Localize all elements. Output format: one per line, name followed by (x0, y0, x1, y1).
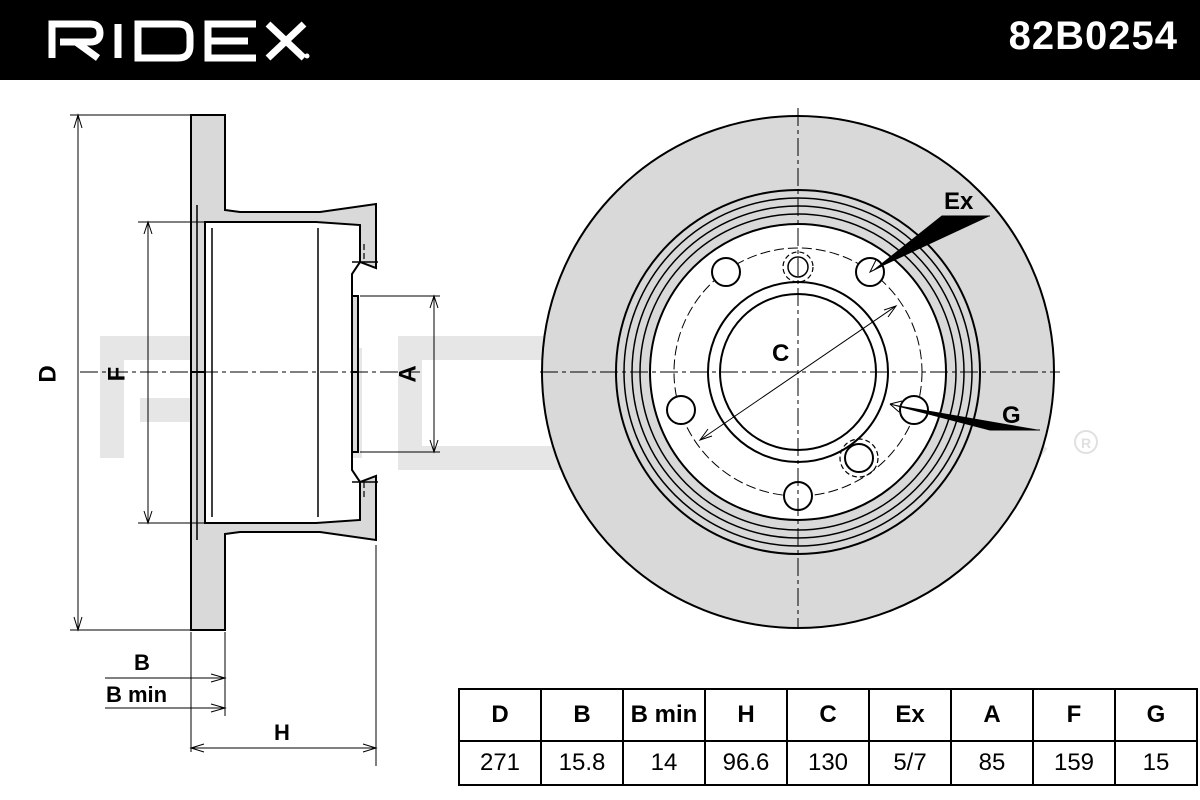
spec-header-c: C (786, 688, 870, 742)
spec-value-c: 130 (786, 740, 870, 786)
spec-table: D B B min H C Ex A F G 271 15.8 14 96.6 … (458, 688, 1198, 786)
side-view (70, 113, 440, 766)
spec-value-h: 96.6 (704, 740, 788, 786)
spec-value-f: 159 (1032, 740, 1116, 786)
spec-table-value-row: 271 15.8 14 96.6 130 5/7 85 159 15 (458, 740, 1198, 786)
spec-value-b: 15.8 (540, 740, 624, 786)
svg-text:R: R (1081, 435, 1091, 451)
part-number: 82B0254 (1008, 14, 1178, 58)
dim-label-b: B (134, 650, 150, 675)
spec-header-f: F (1032, 688, 1116, 742)
dim-label-g: G (1002, 402, 1021, 429)
dim-label-h: H (274, 720, 290, 745)
spec-value-a: 85 (950, 740, 1034, 786)
spec-header-h: H (704, 688, 788, 742)
spec-value-b-min: 14 (622, 740, 706, 786)
registered-mark: R (1074, 430, 1098, 454)
dim-label-ex: Ex (944, 188, 974, 215)
spec-header-b: B (540, 688, 624, 742)
dim-label-d: D (34, 365, 62, 383)
spec-header-d: D (458, 688, 542, 742)
spec-header-b-min: B min (622, 688, 706, 742)
spec-table-header-row: D B B min H C Ex A F G (458, 688, 1198, 742)
dim-label-a: A (394, 365, 422, 383)
header-bar: 82B0254 (0, 0, 1200, 80)
dim-label-f: F (103, 366, 131, 382)
spec-value-ex: 5/7 (868, 740, 952, 786)
dim-label-c: C (772, 340, 790, 367)
spec-header-g: G (1114, 688, 1198, 742)
spec-header-ex: Ex (868, 688, 952, 742)
spec-header-a: A (950, 688, 1034, 742)
spec-value-d: 271 (458, 740, 542, 786)
front-view (540, 108, 1060, 629)
ridex-logo (48, 20, 310, 62)
bolt-holes (666, 257, 929, 511)
technical-drawing: R (70, 108, 1098, 766)
spec-value-g: 15 (1114, 740, 1198, 786)
dim-label-b-min: B min (106, 682, 168, 707)
